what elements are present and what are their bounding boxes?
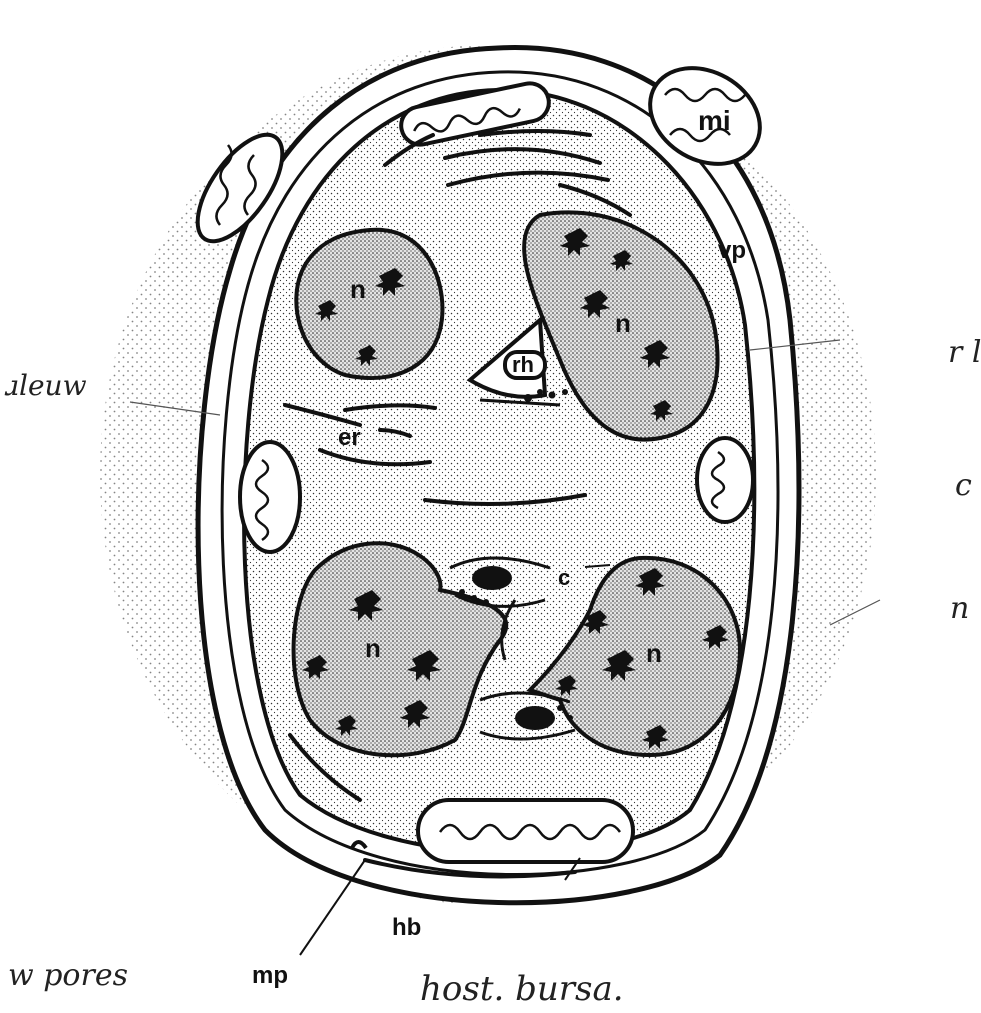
handwriting-bottom-center: host. bursa. [420,969,624,1009]
label-n-top-left: n [350,274,366,304]
handwriting-right-2: c [955,468,972,503]
label-er: er [338,424,361,451]
mitochondrion-left [240,442,300,552]
label-n-top-right: n [615,308,631,338]
label-vp: vp [718,237,746,264]
mitochondrion-bottom [418,800,633,862]
label-mi: mi [698,105,731,136]
handwriting-right-3: n [950,591,969,626]
label-hb: hb [392,914,421,941]
label-c: c [558,565,570,590]
label-n-bottom-right: n [646,638,662,668]
label-n-bottom-left: n [365,633,381,663]
label-rh: rh [512,352,534,377]
handwriting-right-1: r l [948,335,981,370]
label-mp: mp [252,962,288,989]
handwriting-bottom-left: w pores [8,958,128,993]
handwriting-left-middle: ɹleuw [4,369,87,402]
nucleus-top-left [296,230,442,378]
mitochondrion-right [697,438,753,522]
